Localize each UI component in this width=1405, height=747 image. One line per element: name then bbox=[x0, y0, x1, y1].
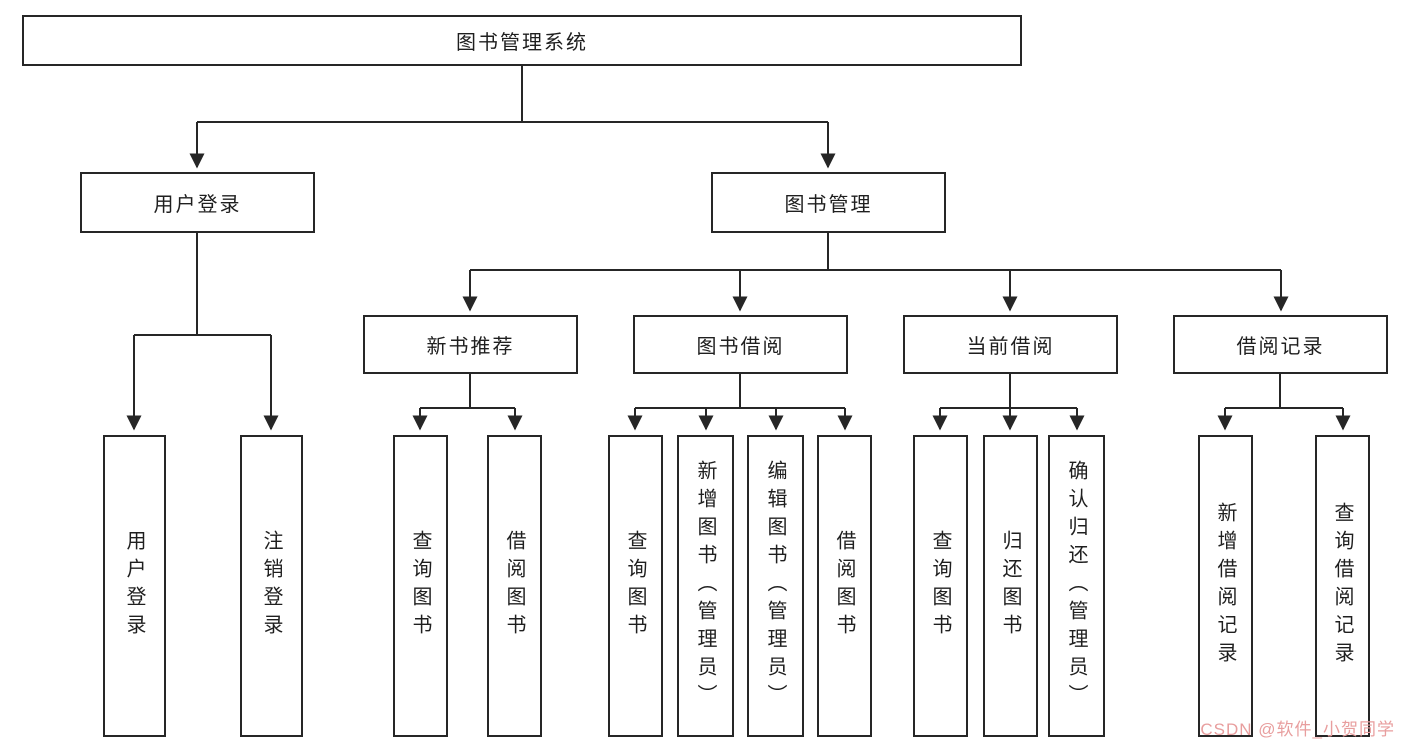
leaf-cb-query-books: 查询图书 bbox=[913, 435, 968, 737]
leaf-user-login: 用户登录 bbox=[103, 435, 166, 737]
leaf-nbr-query-books: 查询图书 bbox=[393, 435, 448, 737]
leaf-cb-confirm-return-admin: 确认归还（管理员） bbox=[1048, 435, 1105, 737]
node-current-borrowing: 当前借阅 bbox=[903, 315, 1118, 374]
node-borrowing-records: 借阅记录 bbox=[1173, 315, 1388, 374]
leaf-br-add-record: 新增借阅记录 bbox=[1198, 435, 1253, 737]
node-new-book-recommend: 新书推荐 bbox=[363, 315, 578, 374]
node-book-management: 图书管理 bbox=[711, 172, 946, 233]
node-user-login: 用户登录 bbox=[80, 172, 315, 233]
leaf-bb-borrow-books: 借阅图书 bbox=[817, 435, 872, 737]
leaf-logout: 注销登录 bbox=[240, 435, 303, 737]
leaf-br-query-record: 查询借阅记录 bbox=[1315, 435, 1370, 737]
node-book-borrowing: 图书借阅 bbox=[633, 315, 848, 374]
leaf-bb-edit-books-admin: 编辑图书（管理员） bbox=[747, 435, 804, 737]
leaf-bb-add-books-admin: 新增图书（管理员） bbox=[677, 435, 734, 737]
leaf-bb-query-books: 查询图书 bbox=[608, 435, 663, 737]
csdn-watermark: CSDN @软件_小贺同学 bbox=[1200, 720, 1395, 739]
node-root-library-system: 图书管理系统 bbox=[22, 15, 1022, 66]
leaf-nbr-borrow-books: 借阅图书 bbox=[487, 435, 542, 737]
leaf-cb-return-books: 归还图书 bbox=[983, 435, 1038, 737]
